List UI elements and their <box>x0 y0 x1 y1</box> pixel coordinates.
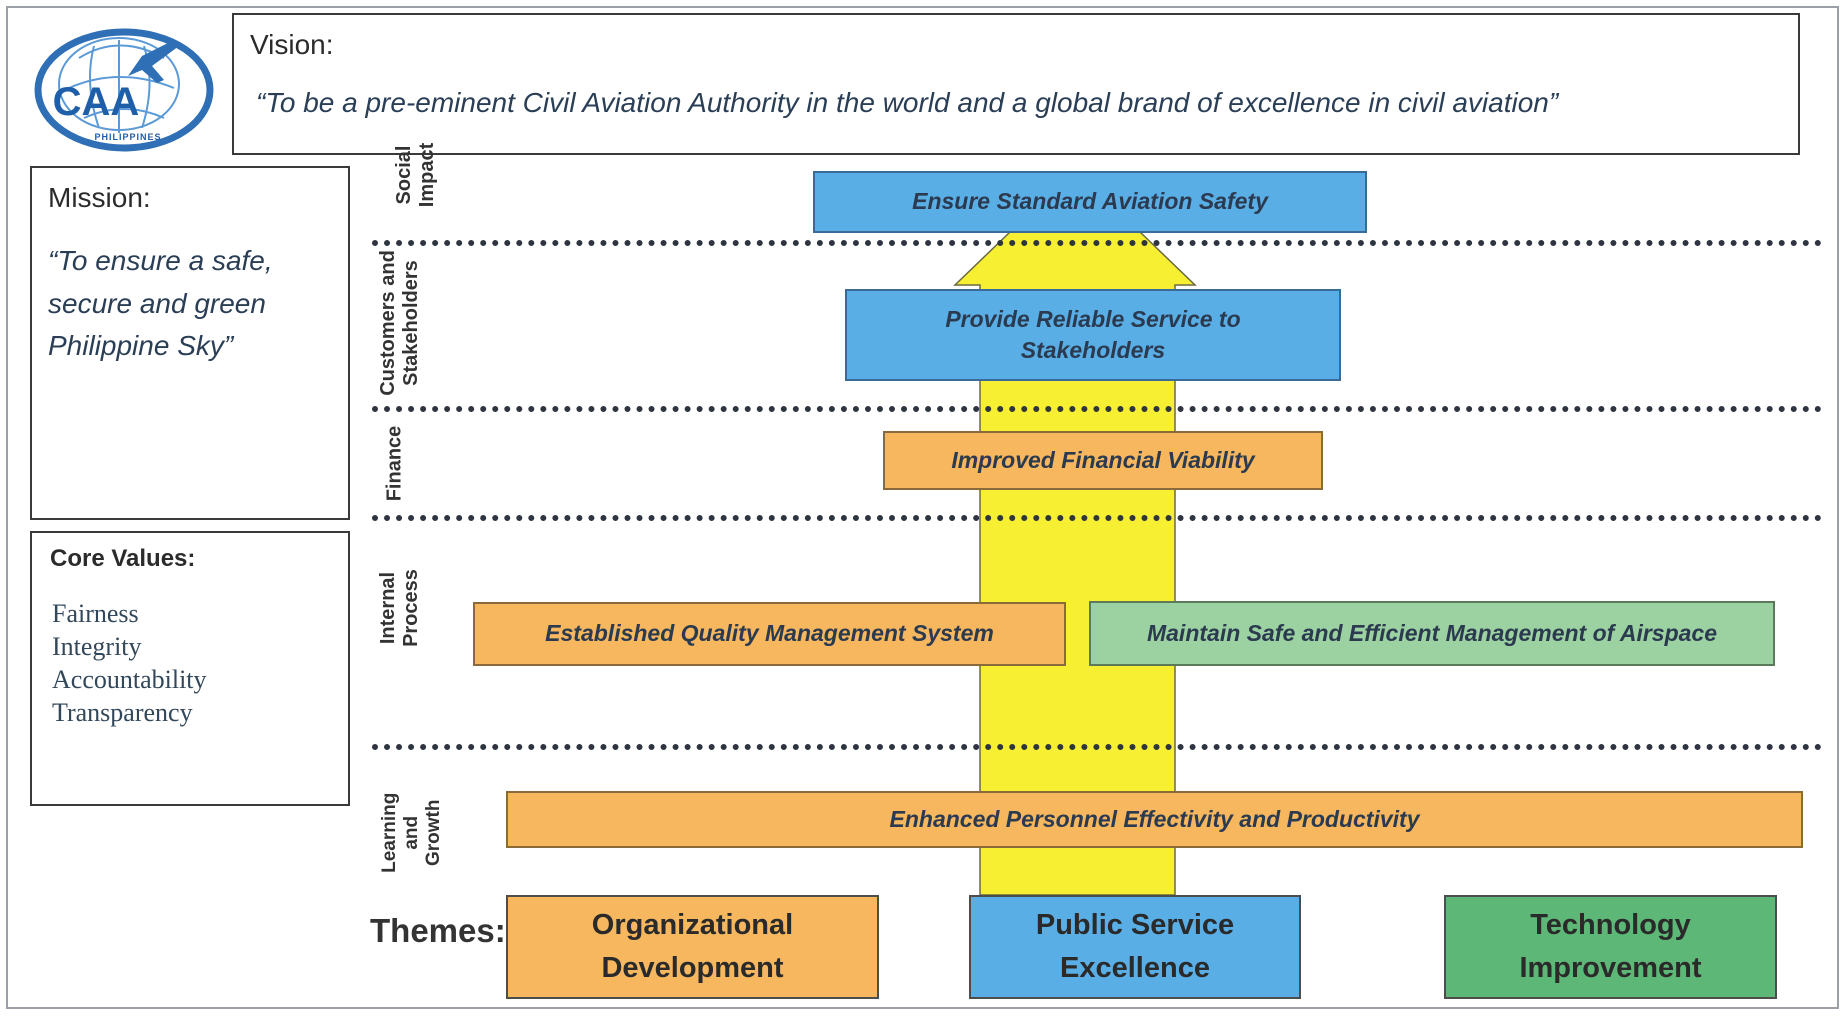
objective-financial-viability: Improved Financial Viability <box>883 431 1323 490</box>
svg-text:CAA: CAA <box>53 80 140 124</box>
globe-airplane-logo-icon: CAA PHILIPPINES <box>34 28 214 152</box>
svg-text:PHILIPPINES: PHILIPPINES <box>94 132 161 142</box>
perspective-customers: Customers and Stakeholders <box>377 250 422 396</box>
diagram-frame <box>6 6 1839 1009</box>
vision-label: Vision: <box>250 29 334 60</box>
theme-public-service-excellence: Public Service Excellence <box>969 895 1301 999</box>
core-values-box: Core Values: Fairness Integrity Accounta… <box>30 531 350 806</box>
core-value-item: Transparency <box>52 698 193 728</box>
separator-internal <box>372 744 1822 750</box>
objective-aviation-safety: Ensure Standard Aviation Safety <box>813 171 1367 233</box>
perspective-finance: Finance <box>383 425 406 502</box>
mission-quote: “To ensure a safe, secure and green Phil… <box>48 245 273 362</box>
objective-airspace-management: Maintain Safe and Efficient Management o… <box>1089 601 1775 666</box>
core-values-label: Core Values: <box>50 545 196 572</box>
caa-logo: CAA PHILIPPINES <box>24 18 218 158</box>
theme-organizational-development: Organizational Development <box>506 895 879 999</box>
perspective-internal: Internal Process <box>377 569 422 647</box>
separator-customers <box>372 406 1822 412</box>
mission-label: Mission: <box>48 182 151 213</box>
core-values-list: Fairness Integrity Accountability Transp… <box>52 597 207 729</box>
mission-box: Mission: “To ensure a safe, secure and g… <box>30 166 350 520</box>
vision-quote: “To be a pre-eminent Civil Aviation Auth… <box>256 87 1559 118</box>
vision-box: Vision: “To be a pre-eminent Civil Aviat… <box>232 13 1800 155</box>
separator-finance <box>372 515 1822 521</box>
objective-reliable-service: Provide Reliable Service to Stakeholders <box>845 289 1341 381</box>
objective-quality-management: Established Quality Management System <box>473 602 1066 666</box>
objective-personnel-effectivity: Enhanced Personnel Effectivity and Produ… <box>506 791 1803 848</box>
separator-social <box>372 240 1822 246</box>
core-value-item: Integrity <box>52 632 142 662</box>
perspective-social: Social Impact <box>393 142 438 208</box>
perspective-learning: Learning and Growth <box>379 792 444 873</box>
core-value-item: Accountability <box>52 665 207 695</box>
core-value-item: Fairness <box>52 599 139 628</box>
theme-technology-improvement: Technology Improvement <box>1444 895 1777 999</box>
themes-label: Themes: <box>370 912 506 949</box>
